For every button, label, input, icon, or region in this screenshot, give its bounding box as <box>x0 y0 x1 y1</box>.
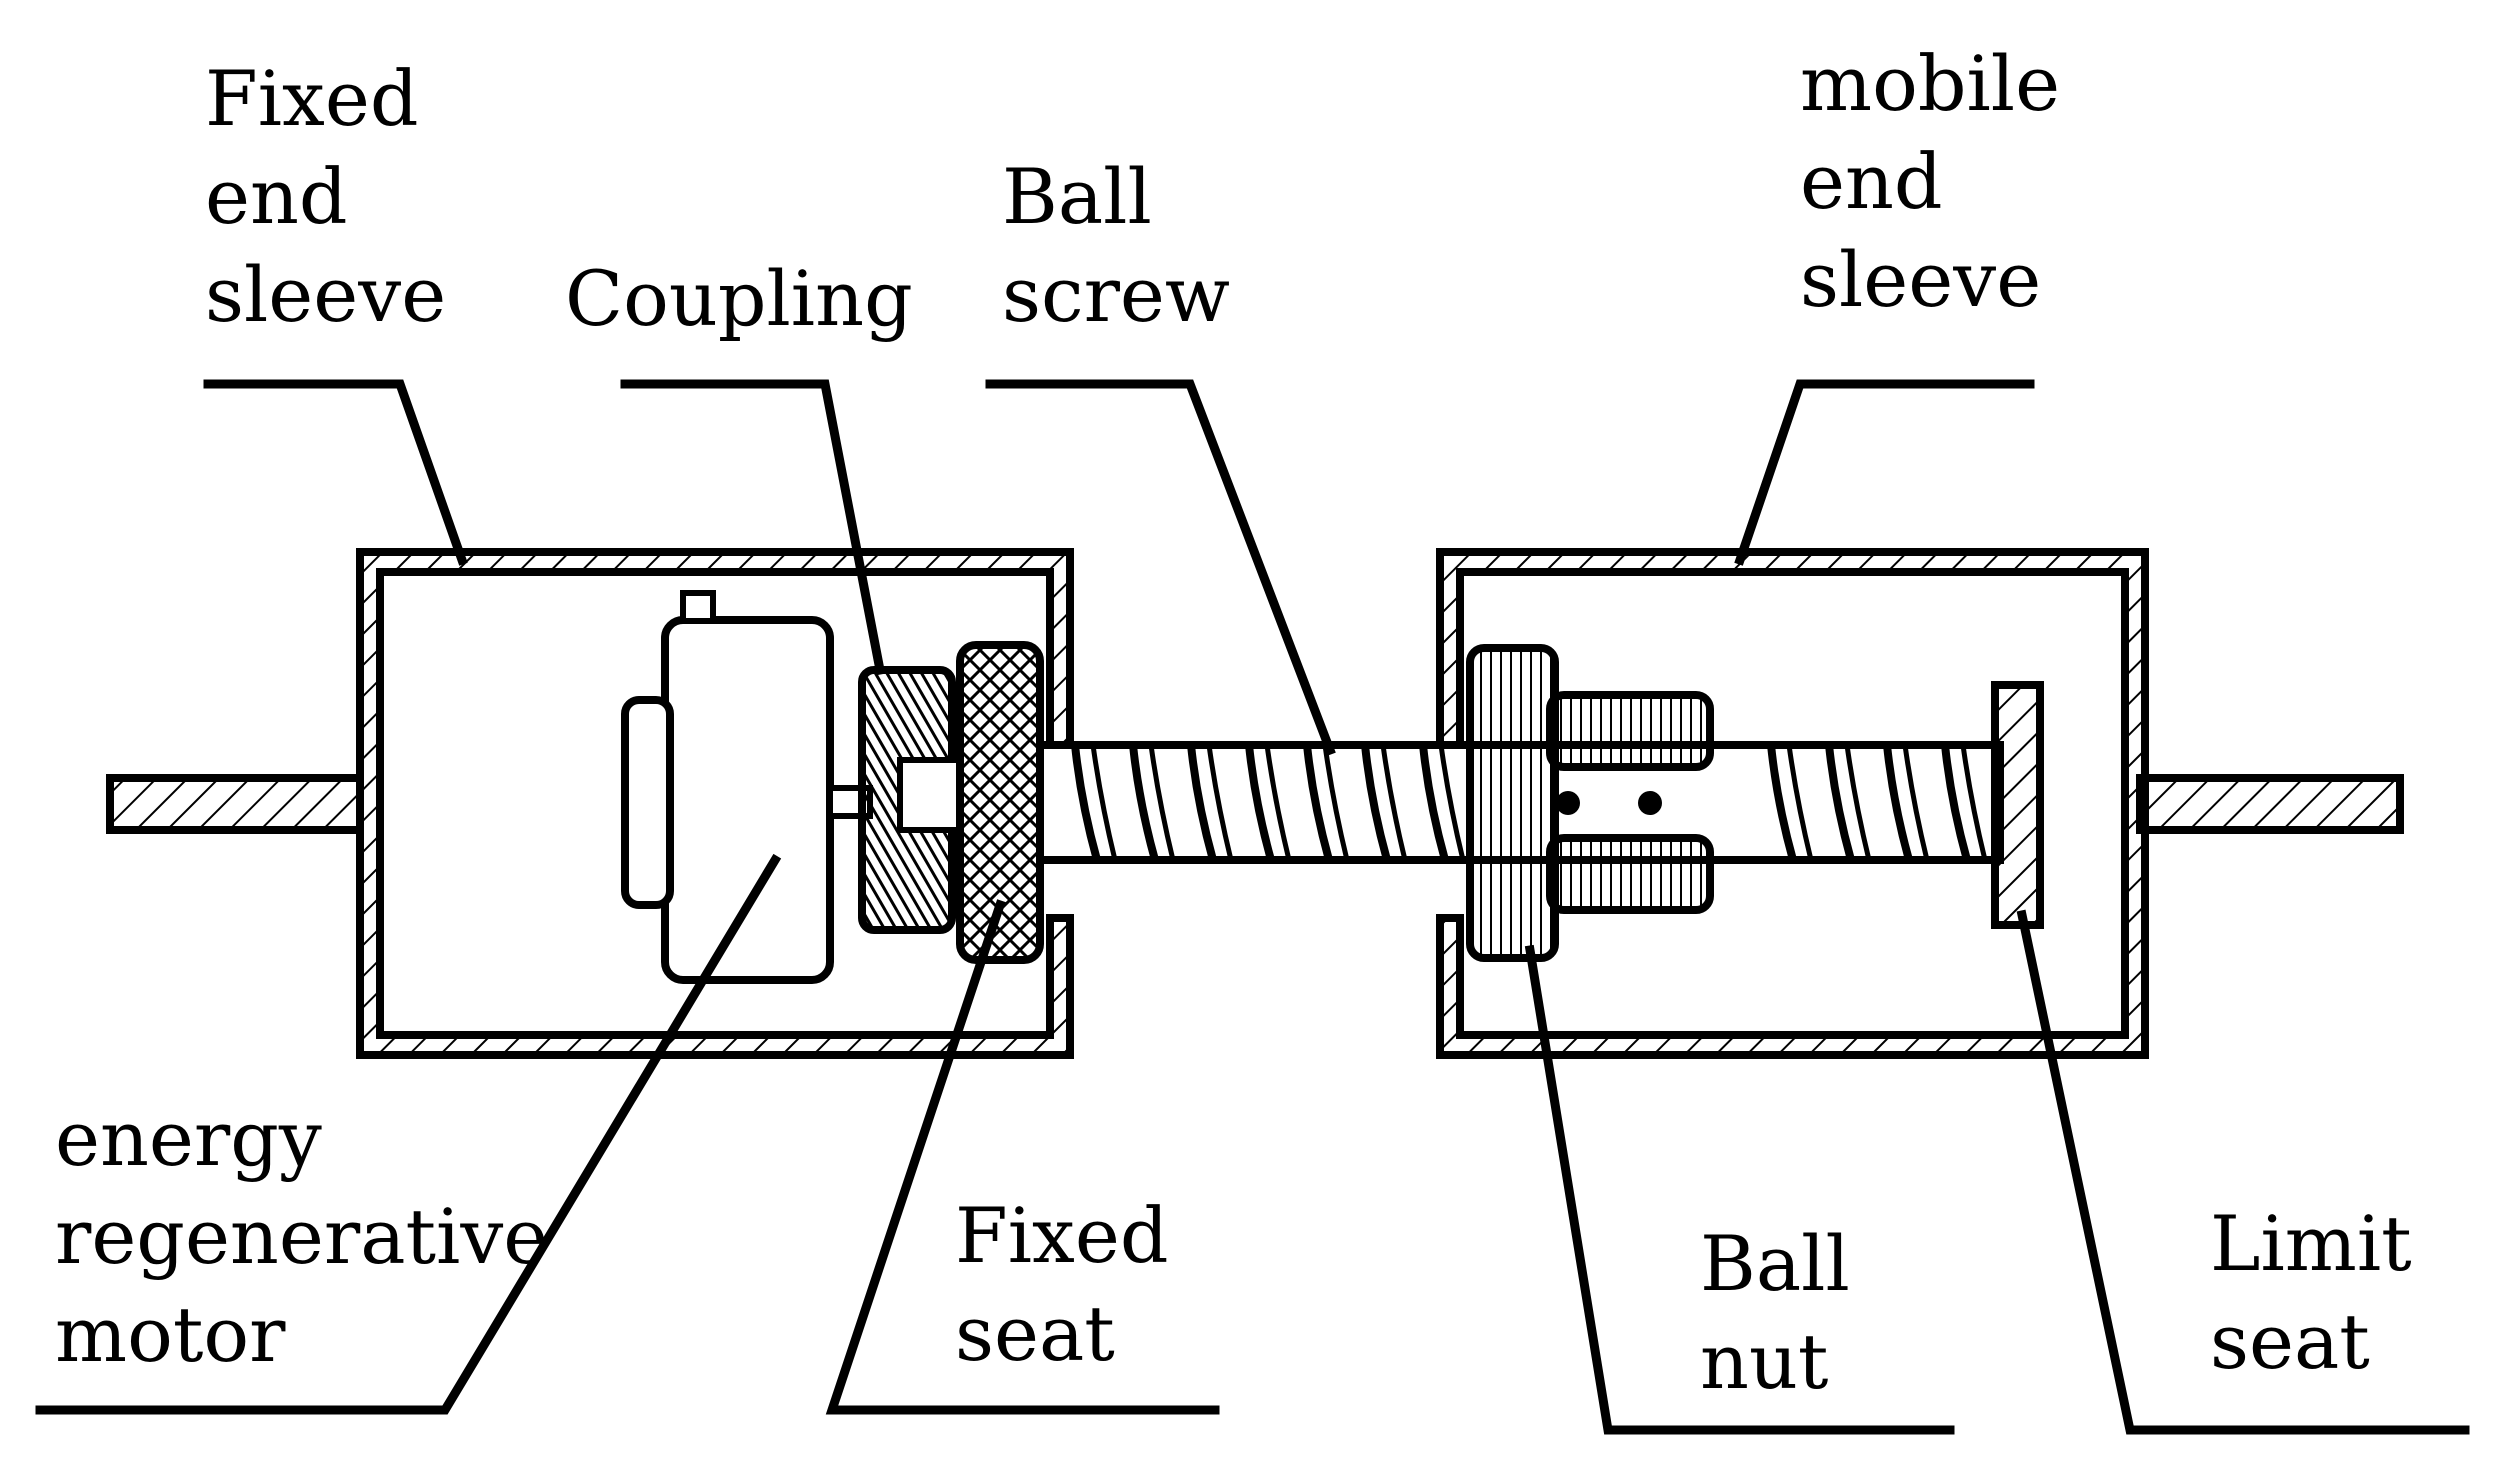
thread-ridge <box>1245 744 1275 862</box>
screw-threads <box>1071 744 1988 862</box>
label-fixed-seat: Fixed seat <box>955 1191 1193 1378</box>
leader-ball-screw <box>985 379 1336 756</box>
thread-ridge <box>1303 744 1333 862</box>
thread-ridge <box>1071 744 1101 862</box>
thread-ridge-shadow <box>1206 744 1234 861</box>
leader-ball-nut <box>1524 944 1955 1435</box>
label-limit-seat: Limit seat <box>2210 1199 2436 1386</box>
label-mobile-end-sleeve: mobile end sleeve <box>1800 39 2084 324</box>
thread-ridge <box>1419 744 1449 862</box>
thread-ridge <box>1883 744 1913 862</box>
thread-ridge-shadow <box>1264 744 1292 861</box>
thread-ridge-shadow <box>1844 744 1872 861</box>
thread-ridge <box>1941 744 1971 862</box>
thread-ridge <box>1129 744 1159 862</box>
label-energy-regenerative-motor: energy regenerative motor <box>55 1094 572 1379</box>
leader-coupling <box>620 379 886 676</box>
label-ball-screw: Ball screw <box>1002 152 1230 339</box>
leader-fixed-end-sleeve <box>203 379 468 566</box>
thread-ridge <box>1187 744 1217 862</box>
thread-ridge-shadow <box>1960 744 1988 861</box>
thread-ridge-shadow <box>1148 744 1176 861</box>
leader-mobile-end-sleeve <box>1734 379 2035 566</box>
ball-nut <box>1466 644 1714 962</box>
coupling <box>858 666 963 934</box>
leader-lines <box>35 379 2470 1435</box>
thread-ridge-shadow <box>1786 744 1814 861</box>
mobile-end-sleeve <box>1436 548 2149 1059</box>
label-coupling: Coupling <box>565 254 913 343</box>
thread-ridge-shadow <box>1380 744 1408 861</box>
thread-ridge-shadow <box>1902 744 1930 861</box>
thread-ridge-shadow <box>1322 744 1350 861</box>
leader-limit-seat <box>2016 909 2470 1435</box>
thread-ridge <box>1361 744 1391 862</box>
label-ball-nut: Ball nut <box>1700 1219 1874 1406</box>
energy-regenerative-motor <box>621 590 873 984</box>
thread-ridge <box>1767 744 1797 862</box>
thread-ridge <box>1825 744 1855 862</box>
leader-fixed-seat <box>825 899 1220 1415</box>
thread-ridge-shadow <box>1438 744 1466 861</box>
thread-ridge-shadow <box>1090 744 1118 861</box>
leader-energy-regenerative-motor <box>35 853 782 1415</box>
left-rod <box>106 774 364 834</box>
right-rod <box>2136 774 2404 834</box>
limit-seat <box>1991 681 2044 929</box>
label-fixed-end-sleeve: Fixed end sleeve <box>205 54 446 339</box>
